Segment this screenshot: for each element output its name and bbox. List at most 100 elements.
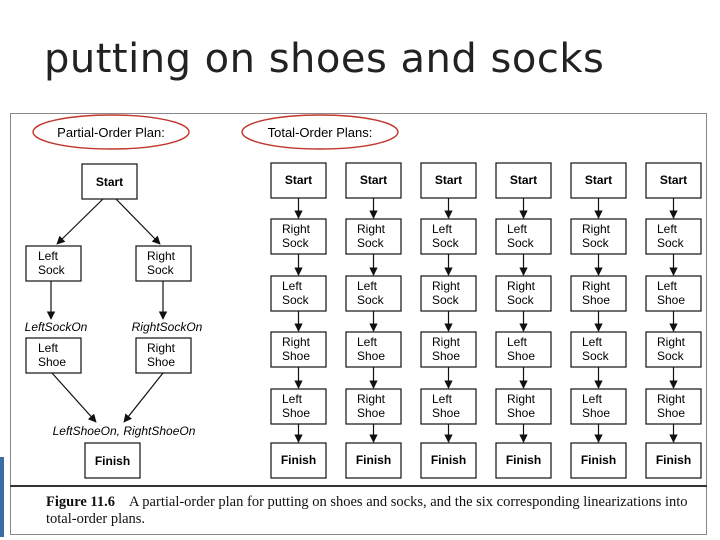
- plan-step-label-line1: Left: [582, 392, 603, 406]
- total-plan-5: StartRightSockRightShoeLeftSockLeftShoeF…: [570, 162, 627, 479]
- partial-right-shoe-node: [135, 337, 192, 374]
- partial-right-sock-line2: Sock: [147, 263, 175, 277]
- plan-step-label-line1: Right: [432, 335, 461, 349]
- partial-finish-label: Finish: [95, 454, 130, 468]
- plan-step-label-line1: Left: [357, 335, 378, 349]
- partial-order-plan: Start Left Sock Right Sock LeftSockOn Ri…: [25, 163, 203, 479]
- plan-step-node: [420, 331, 477, 368]
- plan-step-label-line1: Right: [582, 279, 611, 293]
- plan-step-label-line2: Shoe: [582, 293, 610, 307]
- plan-step-node: [345, 275, 402, 312]
- plan-step-label-line2: Sock: [357, 293, 385, 307]
- plan-step-label-line1: Right: [282, 222, 311, 236]
- plan-step-label-line2: Sock: [432, 236, 460, 250]
- partial-left-shoe-node: [25, 337, 82, 374]
- plan-step-node: [570, 275, 627, 312]
- plan-step-label-line1: Right: [507, 392, 536, 406]
- total-order-plans: StartRightSockLeftSockRightShoeLeftShoeF…: [270, 162, 702, 479]
- plan-step-label: Start: [510, 173, 537, 187]
- plan-step-node: [645, 442, 702, 479]
- partial-right-shoe-line2: Shoe: [147, 355, 175, 369]
- plan-step-label-line1: Right: [282, 335, 311, 349]
- plan-step-label-line2: Sock: [507, 293, 535, 307]
- plan-step-label-line1: Left: [357, 279, 378, 293]
- plan-step-label-line2: Sock: [507, 236, 535, 250]
- partial-left-sock-node: [25, 245, 82, 282]
- plan-step-label-line1: Left: [432, 222, 453, 236]
- plan-step-label-line1: Left: [282, 279, 303, 293]
- plan-step-label-line1: Left: [657, 222, 678, 236]
- plan-step-label-line2: Shoe: [282, 349, 310, 363]
- plan-step-label: Start: [360, 173, 387, 187]
- plan-step-node: [345, 162, 402, 199]
- accent-bar: [0, 457, 4, 537]
- plan-step-node: [420, 442, 477, 479]
- plan-step-label-line2: Sock: [282, 236, 310, 250]
- plan-step-label: Finish: [506, 453, 541, 467]
- plan-step-label-line1: Right: [582, 222, 611, 236]
- partial-left-shoe-line1: Left: [38, 341, 59, 355]
- arrow-start-to-left-sock: [56, 198, 104, 245]
- partial-left-sock-line2: Sock: [38, 263, 66, 277]
- total-plan-3: StartLeftSockRightSockRightShoeLeftShoeF…: [420, 162, 477, 479]
- right-sock-on-condition: RightSockOn: [132, 320, 203, 334]
- plan-step-node: [570, 442, 627, 479]
- figure-label: Figure 11.6: [46, 494, 116, 510]
- partial-start-label: Start: [96, 175, 123, 189]
- plan-step-label-line1: Right: [657, 335, 686, 349]
- plan-step-node: [270, 331, 327, 368]
- arrow-left-shoe-to-finish: [51, 372, 97, 423]
- plan-step-label: Start: [585, 173, 612, 187]
- plan-step-label-line1: Right: [357, 222, 386, 236]
- plan-step-label-line2: Sock: [282, 293, 310, 307]
- plan-step-node: [495, 275, 552, 312]
- plan-step-label-line2: Sock: [582, 236, 610, 250]
- plan-step-label-line2: Shoe: [507, 349, 535, 363]
- plan-step-label: Finish: [581, 453, 616, 467]
- partial-left-shoe-line2: Shoe: [38, 355, 66, 369]
- plan-step-node: [495, 218, 552, 255]
- plan-step-node: [345, 442, 402, 479]
- plan-step-label-line1: Left: [432, 392, 453, 406]
- plan-step-node: [645, 275, 702, 312]
- total-plan-2: StartRightSockLeftSockLeftShoeRightShoeF…: [345, 162, 402, 479]
- partial-left-sock-line1: Left: [38, 249, 59, 263]
- plan-step-label-line1: Left: [582, 335, 603, 349]
- partial-finish-node: [84, 442, 141, 479]
- plan-step-label: Start: [660, 173, 687, 187]
- slide-title: putting on shoes and socks: [44, 36, 605, 82]
- total-plan-4: StartLeftSockRightSockLeftShoeRightShoeF…: [495, 162, 552, 479]
- arrow-start-to-right-sock: [115, 198, 161, 245]
- plan-step-label-line2: Shoe: [432, 406, 460, 420]
- plan-step-node: [495, 388, 552, 425]
- plan-step-label: Start: [435, 173, 462, 187]
- plan-step-node: [420, 275, 477, 312]
- partial-right-sock-line1: Right: [147, 249, 176, 263]
- partial-label-highlight: [32, 114, 190, 150]
- plan-step-label-line2: Shoe: [282, 406, 310, 420]
- partial-right-shoe-line1: Right: [147, 341, 176, 355]
- partial-start-node: [81, 163, 138, 200]
- total-order-label: Total-Order Plans:: [268, 125, 373, 140]
- plan-step-label-line1: Left: [657, 279, 678, 293]
- plan-step-label-line2: Sock: [657, 349, 685, 363]
- plan-step-node: [420, 162, 477, 199]
- plan-step-label: Finish: [281, 453, 316, 467]
- plan-step-label: Start: [285, 173, 312, 187]
- plan-step-node: [270, 162, 327, 199]
- plan-step-label-line2: Shoe: [657, 293, 685, 307]
- arrow-right-shoe-to-finish: [123, 372, 164, 423]
- plan-step-label-line1: Left: [282, 392, 303, 406]
- plan-step-label-line2: Shoe: [357, 406, 385, 420]
- partial-order-label: Partial-Order Plan:: [57, 125, 165, 140]
- plan-step-node: [645, 331, 702, 368]
- plan-step-node: [420, 388, 477, 425]
- left-sock-on-condition: LeftSockOn: [25, 320, 88, 334]
- total-plan-1: StartRightSockLeftSockRightShoeLeftShoeF…: [270, 162, 327, 479]
- plan-step-label: Finish: [431, 453, 466, 467]
- plan-step-label-line1: Left: [507, 222, 528, 236]
- plan-step-label-line2: Sock: [657, 236, 685, 250]
- plan-step-node: [570, 218, 627, 255]
